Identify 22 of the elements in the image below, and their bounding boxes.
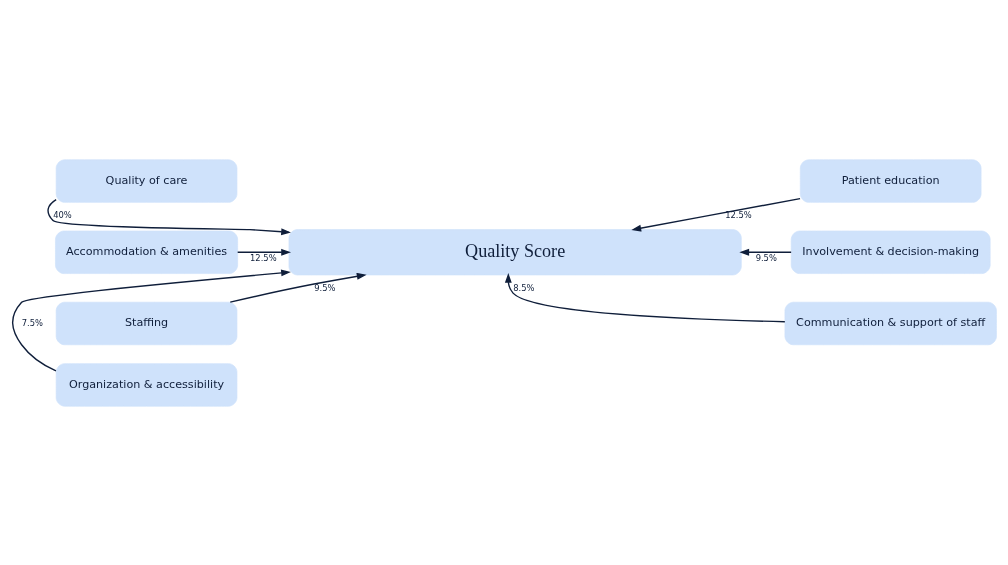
arrow bbox=[504, 272, 786, 322]
node-box: Patient education bbox=[799, 158, 981, 203]
arrow bbox=[236, 248, 291, 256]
edge-label: 40% bbox=[52, 209, 72, 220]
arrow bbox=[738, 248, 792, 256]
node-box: Quality Score bbox=[288, 228, 742, 275]
arrow bbox=[630, 197, 801, 232]
node-box: Accommodation & amenities bbox=[54, 230, 238, 274]
node-box: Involvement & decision-making bbox=[790, 230, 990, 274]
edge-label: 12.5% bbox=[249, 252, 277, 263]
node-box: Communication & support of staff bbox=[784, 301, 997, 345]
edge-label: 7.5% bbox=[21, 317, 43, 328]
edge-label: 12.5% bbox=[724, 209, 752, 220]
arrow bbox=[11, 269, 291, 372]
edge-label: 8.5% bbox=[512, 282, 534, 293]
node-box: Staffing bbox=[55, 301, 237, 345]
arrow bbox=[46, 198, 291, 235]
edge-label: 9.5% bbox=[755, 252, 777, 263]
node-box: Organization & accessibility bbox=[55, 362, 237, 407]
edge-label: 9.5% bbox=[313, 282, 336, 293]
node-box: Quality of care bbox=[55, 158, 237, 203]
arrow bbox=[229, 272, 367, 303]
